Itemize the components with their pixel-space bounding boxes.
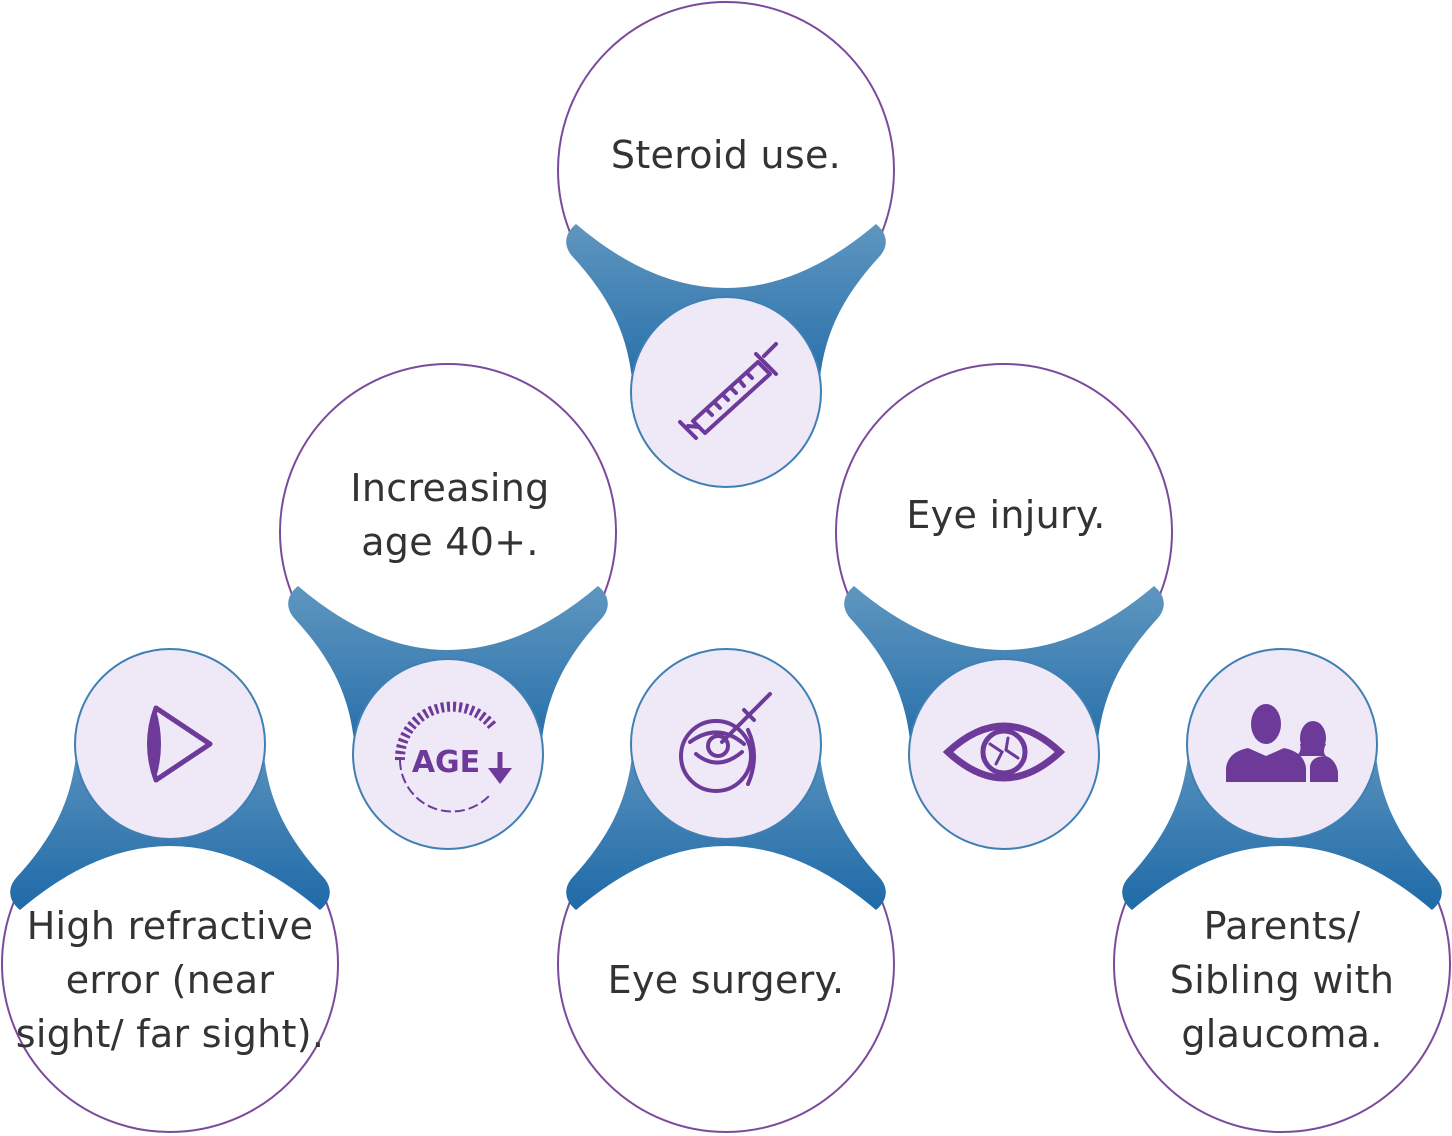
node-family bbox=[1113, 648, 1451, 1133]
node-injury bbox=[835, 363, 1173, 850]
icon-circle bbox=[1186, 648, 1378, 840]
icon-circle bbox=[352, 658, 544, 850]
syringe-icon bbox=[678, 342, 778, 440]
label-age: Increasing age 40+. bbox=[350, 466, 550, 564]
label-injury: Eye injury. bbox=[906, 493, 1106, 537]
icon-circle bbox=[908, 658, 1100, 850]
injured-eye-icon bbox=[942, 722, 1066, 782]
node-steroid bbox=[557, 1, 895, 488]
node-age: AGE bbox=[279, 363, 617, 850]
family-icon bbox=[1226, 704, 1338, 782]
node-refractive bbox=[1, 648, 339, 1133]
icon-circle bbox=[74, 648, 266, 840]
label-steroid: Steroid use. bbox=[610, 133, 842, 177]
eye-surgery-icon bbox=[679, 692, 772, 793]
eye-profile-icon bbox=[147, 705, 213, 783]
age-arrow-icon: AGE bbox=[394, 701, 512, 813]
label-refractive: High refractive error (near sight/ far s… bbox=[15, 904, 325, 1056]
label-family: Parents/ Sibling with glaucoma. bbox=[1169, 904, 1395, 1056]
node-surgery bbox=[557, 648, 895, 1133]
label-surgery: Eye surgery. bbox=[607, 958, 845, 1002]
age-icon-text: AGE bbox=[412, 745, 480, 780]
